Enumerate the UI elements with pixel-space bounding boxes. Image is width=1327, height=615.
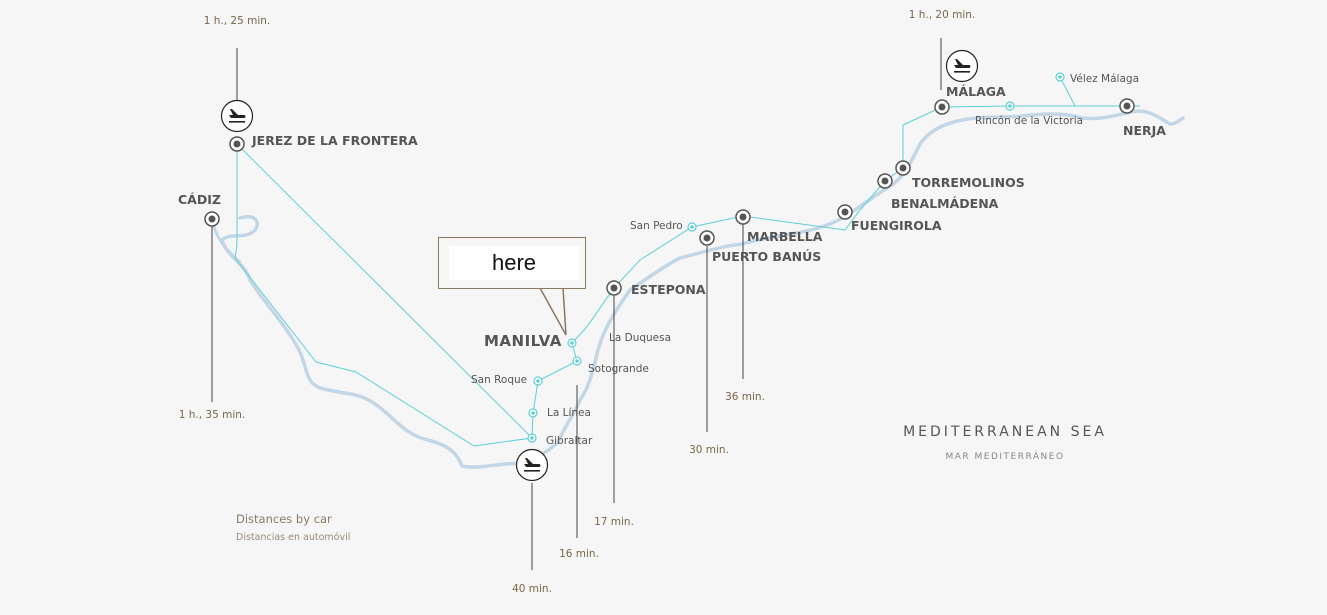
label-torremolinos: TORREMOLINOS [912, 175, 1025, 190]
legend-subtitle: Distancias en automóvil [236, 532, 350, 543]
marker-jerez[interactable] [229, 136, 245, 152]
callout-pointer [539, 287, 567, 336]
sea-name: MEDITERRANEAN SEA [903, 424, 1107, 440]
marker-estepona[interactable] [606, 280, 622, 296]
marker-benalmadena[interactable] [877, 173, 893, 189]
label-manilva: MANILVA [484, 332, 562, 350]
label-lalinea: La Línea [547, 407, 591, 419]
label-sanpedro: San Pedro [630, 220, 683, 232]
time-marbella: 36 min. [725, 391, 765, 403]
callout-text: here [449, 246, 579, 280]
location-callout: here [438, 237, 586, 289]
time-gibraltar: 40 min. [512, 583, 552, 595]
marker-rincon[interactable] [1005, 101, 1015, 111]
marker-torremolinos[interactable] [895, 160, 911, 176]
minor-markers [527, 72, 1065, 443]
marker-puertobanus[interactable] [699, 230, 715, 246]
label-cadiz: CÁDIZ [178, 192, 221, 207]
time-puertobanus: 30 min. [689, 444, 729, 456]
airplane-departure-icon[interactable] [220, 99, 254, 133]
label-nerja: NERJA [1123, 123, 1166, 138]
airplane-departure-icon[interactable] [945, 49, 979, 83]
label-gibraltar: Gibraltar [546, 435, 593, 447]
label-estepona: ESTEPONA [631, 282, 706, 297]
time-cadiz: 1 h., 35 min. [179, 409, 246, 421]
time-jerez: 1 h., 25 min. [204, 15, 271, 27]
marker-marbella[interactable] [735, 209, 751, 225]
time-sotogrande: 16 min. [559, 548, 599, 560]
marker-lalinea[interactable] [528, 408, 538, 418]
marker-fuengirola[interactable] [837, 204, 853, 220]
label-puertobanus: PUERTO BANÚS [712, 249, 821, 264]
legend-title: Distances by car [236, 512, 332, 526]
marker-malaga[interactable] [934, 99, 950, 115]
airplane-departure-icon[interactable] [515, 448, 549, 482]
label-laduquesa: La Duquesa [609, 332, 671, 344]
label-benalmadena: BENALMÁDENA [891, 196, 999, 211]
label-sotogrande: Sotogrande [588, 363, 649, 375]
time-malaga: 1 h., 20 min. [909, 9, 976, 21]
label-marbella: MARBELLA [747, 229, 823, 244]
label-velez: Vélez Málaga [1070, 73, 1139, 85]
label-jerez: JEREZ DE LA FRONTERA [251, 133, 418, 148]
label-rincon: Rincón de la Victoria [975, 115, 1083, 127]
marker-sanpedro[interactable] [687, 222, 697, 232]
label-fuengirola: FUENGIROLA [851, 218, 942, 233]
sea-name-spanish: MAR MEDITERRÁNEO [945, 450, 1064, 462]
marker-velez[interactable] [1055, 72, 1065, 82]
label-malaga: MÁLAGA [946, 84, 1006, 99]
marker-nerja[interactable] [1119, 98, 1135, 114]
time-estepona: 17 min. [594, 516, 634, 528]
marker-sotogrande[interactable] [572, 356, 582, 366]
distance-leaders [211, 38, 942, 570]
marker-cadiz[interactable] [204, 211, 220, 227]
major-markers [204, 98, 1135, 296]
coastline [220, 109, 1185, 469]
label-sanroque: San Roque [471, 374, 527, 386]
marker-manilva[interactable] [567, 338, 577, 348]
marker-gibraltar[interactable] [527, 433, 537, 443]
marker-sanroque[interactable] [533, 376, 543, 386]
